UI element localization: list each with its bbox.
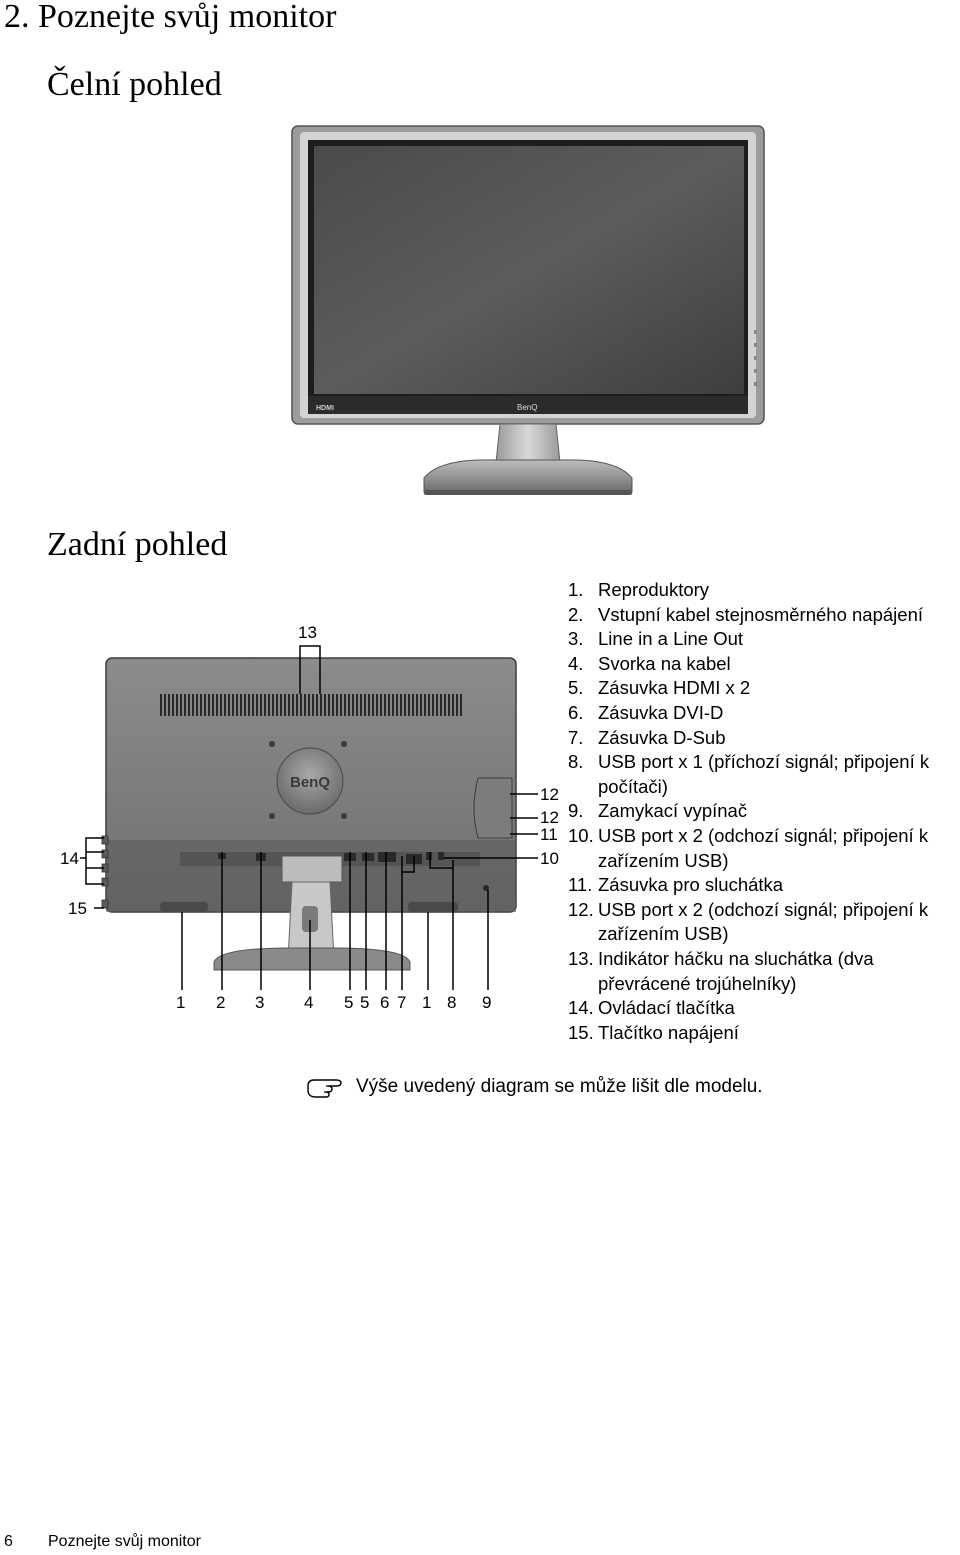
callout-bottom-3: 3 (255, 993, 264, 1012)
cable-clip (302, 906, 318, 932)
rear-side-buttons (101, 835, 109, 909)
bottom-leader-lines (181, 852, 489, 990)
callout-bottom-5b: 5 (360, 993, 369, 1012)
legend-item: 3.Line in a Line Out (568, 628, 744, 650)
front-screen (314, 146, 744, 394)
pointing-hand-icon (307, 1079, 342, 1098)
right-leader-lines (444, 793, 538, 859)
front-brand-logo: BenQ (517, 403, 537, 412)
callout-top-13: 13 (298, 623, 317, 642)
hdmi-logo: HDMI (316, 405, 334, 412)
front-view-illustration: HDMI BenQ (291, 125, 765, 495)
callout-bottom-8: 8 (447, 993, 456, 1012)
callout-bottom-7: 7 (397, 993, 406, 1012)
callout-bottom-1b: 1 (422, 993, 431, 1012)
rear-view-heading: Zadní pohled (47, 526, 228, 563)
rear-vents (160, 694, 464, 716)
footer-label: Poznejte svůj monitor (48, 1533, 201, 1550)
rear-brand-logo: BenQ (290, 774, 330, 791)
component-legend: 1.Reproduktory 2.Vstupní kabel stejnosmě… (568, 578, 960, 1045)
callout-bottom-6: 6 (380, 993, 389, 1012)
front-bottom-bezel (308, 396, 748, 414)
callout-bottom-4: 4 (304, 993, 313, 1012)
legend-item: 7.Zásuvka D-Sub (568, 726, 726, 748)
top-leader-lines (299, 645, 321, 694)
callout-left-14: 14 (60, 849, 79, 868)
front-control-buttons (754, 330, 757, 386)
callout-right-10: 10 (540, 849, 559, 868)
rear-stand-base (213, 947, 411, 971)
rear-side-panel (473, 777, 513, 839)
front-view-heading: Čelní pohled (47, 66, 222, 103)
legend-item: 5.Zásuvka HDMI x 2 (568, 677, 751, 699)
legend-item: 2.Vstupní kabel stejnosměrného napájení (568, 603, 923, 625)
callout-bottom-9: 9 (482, 993, 491, 1012)
legend-item: 11.Zásuvka pro sluchátka (568, 874, 784, 896)
rear-logo-badge (276, 747, 344, 815)
left-leader-lines (80, 837, 104, 909)
callout-right-12a: 12 (540, 785, 559, 804)
legend-item: 4.Svorka na kabel (568, 652, 731, 674)
callout-right-12b: 12 (540, 808, 559, 827)
legend-item: 15.Tlačítko napájení (568, 1021, 739, 1043)
legend-item: 12.USB port x 2 (odchozí signál; připoje… (568, 898, 929, 945)
rear-view-illustration: BenQ (60, 623, 559, 1012)
callout-left-15: 15 (68, 899, 87, 918)
chapter-title: 2. Poznejte svůj monitor (4, 0, 337, 35)
legend-item: 6.Zásuvka DVI-D (568, 701, 724, 723)
note-text: Výše uvedený diagram se může lišit dle m… (356, 1076, 763, 1097)
legend-item: 9.Zamykací vypínač (568, 800, 748, 822)
mounting-holes (269, 741, 347, 819)
front-stand-base (423, 459, 633, 493)
legend-item: 1.Reproduktory (568, 579, 710, 600)
callout-right-11: 11 (540, 825, 558, 844)
legend-item: 14.Ovládací tlačítka (568, 997, 735, 1019)
page-number: 6 (4, 1533, 13, 1550)
legend-item: 8.USB port x 1 (příchozí signál; připoje… (568, 751, 930, 797)
callout-bottom-5a: 5 (344, 993, 353, 1012)
legend-item: 10.USB port x 2 (odchozí signál; připoje… (568, 824, 929, 871)
callout-bottom-2: 2 (216, 993, 225, 1012)
legend-item: 13.Indikátor háčku na sluchátka (dva pře… (568, 947, 874, 994)
callout-bottom-1: 1 (176, 993, 185, 1012)
rear-stand-hinge (281, 855, 343, 883)
